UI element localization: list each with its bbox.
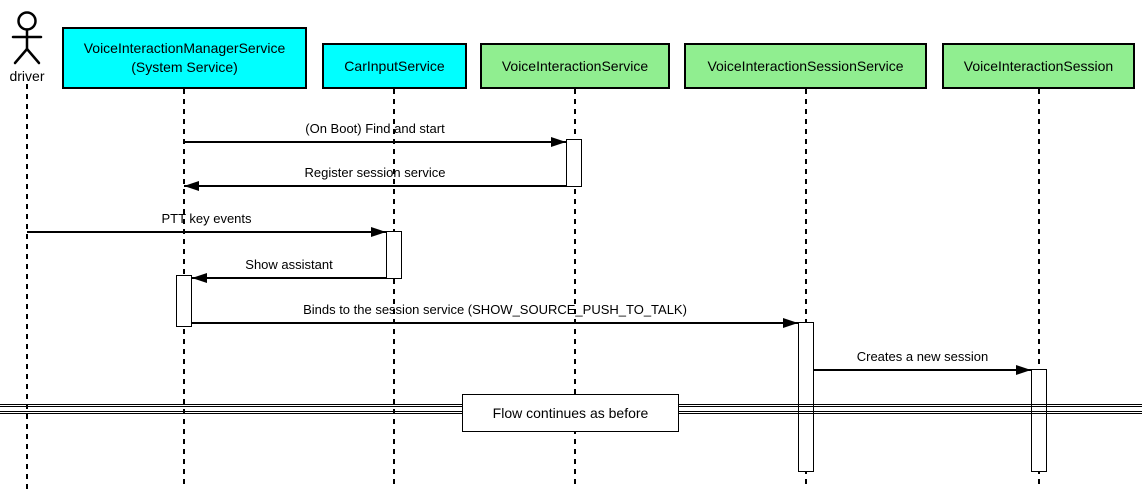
message-line — [192, 317, 798, 328]
actor-label: driver — [9, 68, 45, 84]
activation-voiceinteractionsession — [1031, 369, 1047, 472]
message-line — [192, 272, 386, 283]
participant-label: VoiceInteractionSession — [963, 57, 1114, 74]
arrowhead-right-icon — [783, 317, 798, 328]
arrowhead-left-icon — [184, 180, 199, 191]
message-label: Binds to the session service (SHOW_SOURC… — [303, 302, 687, 317]
divider-label-box: Flow continues as before — [462, 394, 679, 432]
lifeline-driver — [26, 84, 28, 489]
arrowhead-right-icon — [551, 136, 566, 147]
person-icon — [2, 8, 52, 66]
lifeline-voiceinteractionsession — [1038, 89, 1040, 489]
message-line — [184, 136, 566, 147]
lifeline-carinputservice — [393, 89, 395, 489]
message-register-session-service: Register session service — [184, 165, 566, 191]
activation-voiceinteractionsessionservice — [798, 322, 814, 472]
message-label: Register session service — [304, 165, 446, 180]
message-label: (On Boot) Find and start — [305, 121, 445, 136]
activation-voiceinteractionservice — [566, 139, 582, 187]
participant-voiceinteractionservice: VoiceInteractionService — [480, 43, 670, 89]
arrowhead-right-icon — [371, 226, 386, 237]
participant-voiceinteractionmanagerservice: VoiceInteractionManagerService (System S… — [62, 27, 307, 89]
activation-carinputservice — [386, 231, 402, 279]
participant-sublabel: (System Service) — [131, 59, 238, 75]
participant-carinputservice: CarInputService — [322, 43, 467, 89]
message-label: PTT key events — [161, 211, 252, 226]
message-line — [184, 180, 566, 191]
message-ptt-key-events: PTT key events — [27, 211, 386, 237]
participant-label: VoiceInteractionManagerService — [83, 40, 286, 56]
message-binds-to-session-service: Binds to the session service (SHOW_SOURC… — [192, 302, 798, 328]
participant-label: VoiceInteractionSessionService — [707, 57, 904, 74]
message-on-boot-find-and-start: (On Boot) Find and start — [184, 121, 566, 147]
arrowhead-left-icon — [192, 272, 207, 283]
divider-label: Flow continues as before — [492, 405, 649, 421]
participant-label: CarInputService — [344, 57, 445, 74]
message-creates-a-new-session: Creates a new session — [814, 349, 1031, 375]
participant-voiceinteractionsessionservice: VoiceInteractionSessionService — [684, 43, 927, 89]
lifeline-voiceinteractionservice — [574, 89, 576, 489]
participant-label: VoiceInteractionService — [501, 57, 649, 74]
participant-voiceinteractionsession: VoiceInteractionSession — [942, 43, 1135, 89]
activation-voiceinteractionmanagerservice — [176, 275, 192, 327]
actor-driver: driver — [2, 8, 52, 84]
message-label: Show assistant — [245, 257, 333, 272]
arrowhead-right-icon — [1016, 364, 1031, 375]
message-show-assistant: Show assistant — [192, 257, 386, 283]
message-label: Creates a new session — [856, 349, 989, 364]
message-line — [814, 364, 1031, 375]
lifeline-voiceinteractionsessionservice — [805, 89, 807, 489]
message-line — [27, 226, 386, 237]
